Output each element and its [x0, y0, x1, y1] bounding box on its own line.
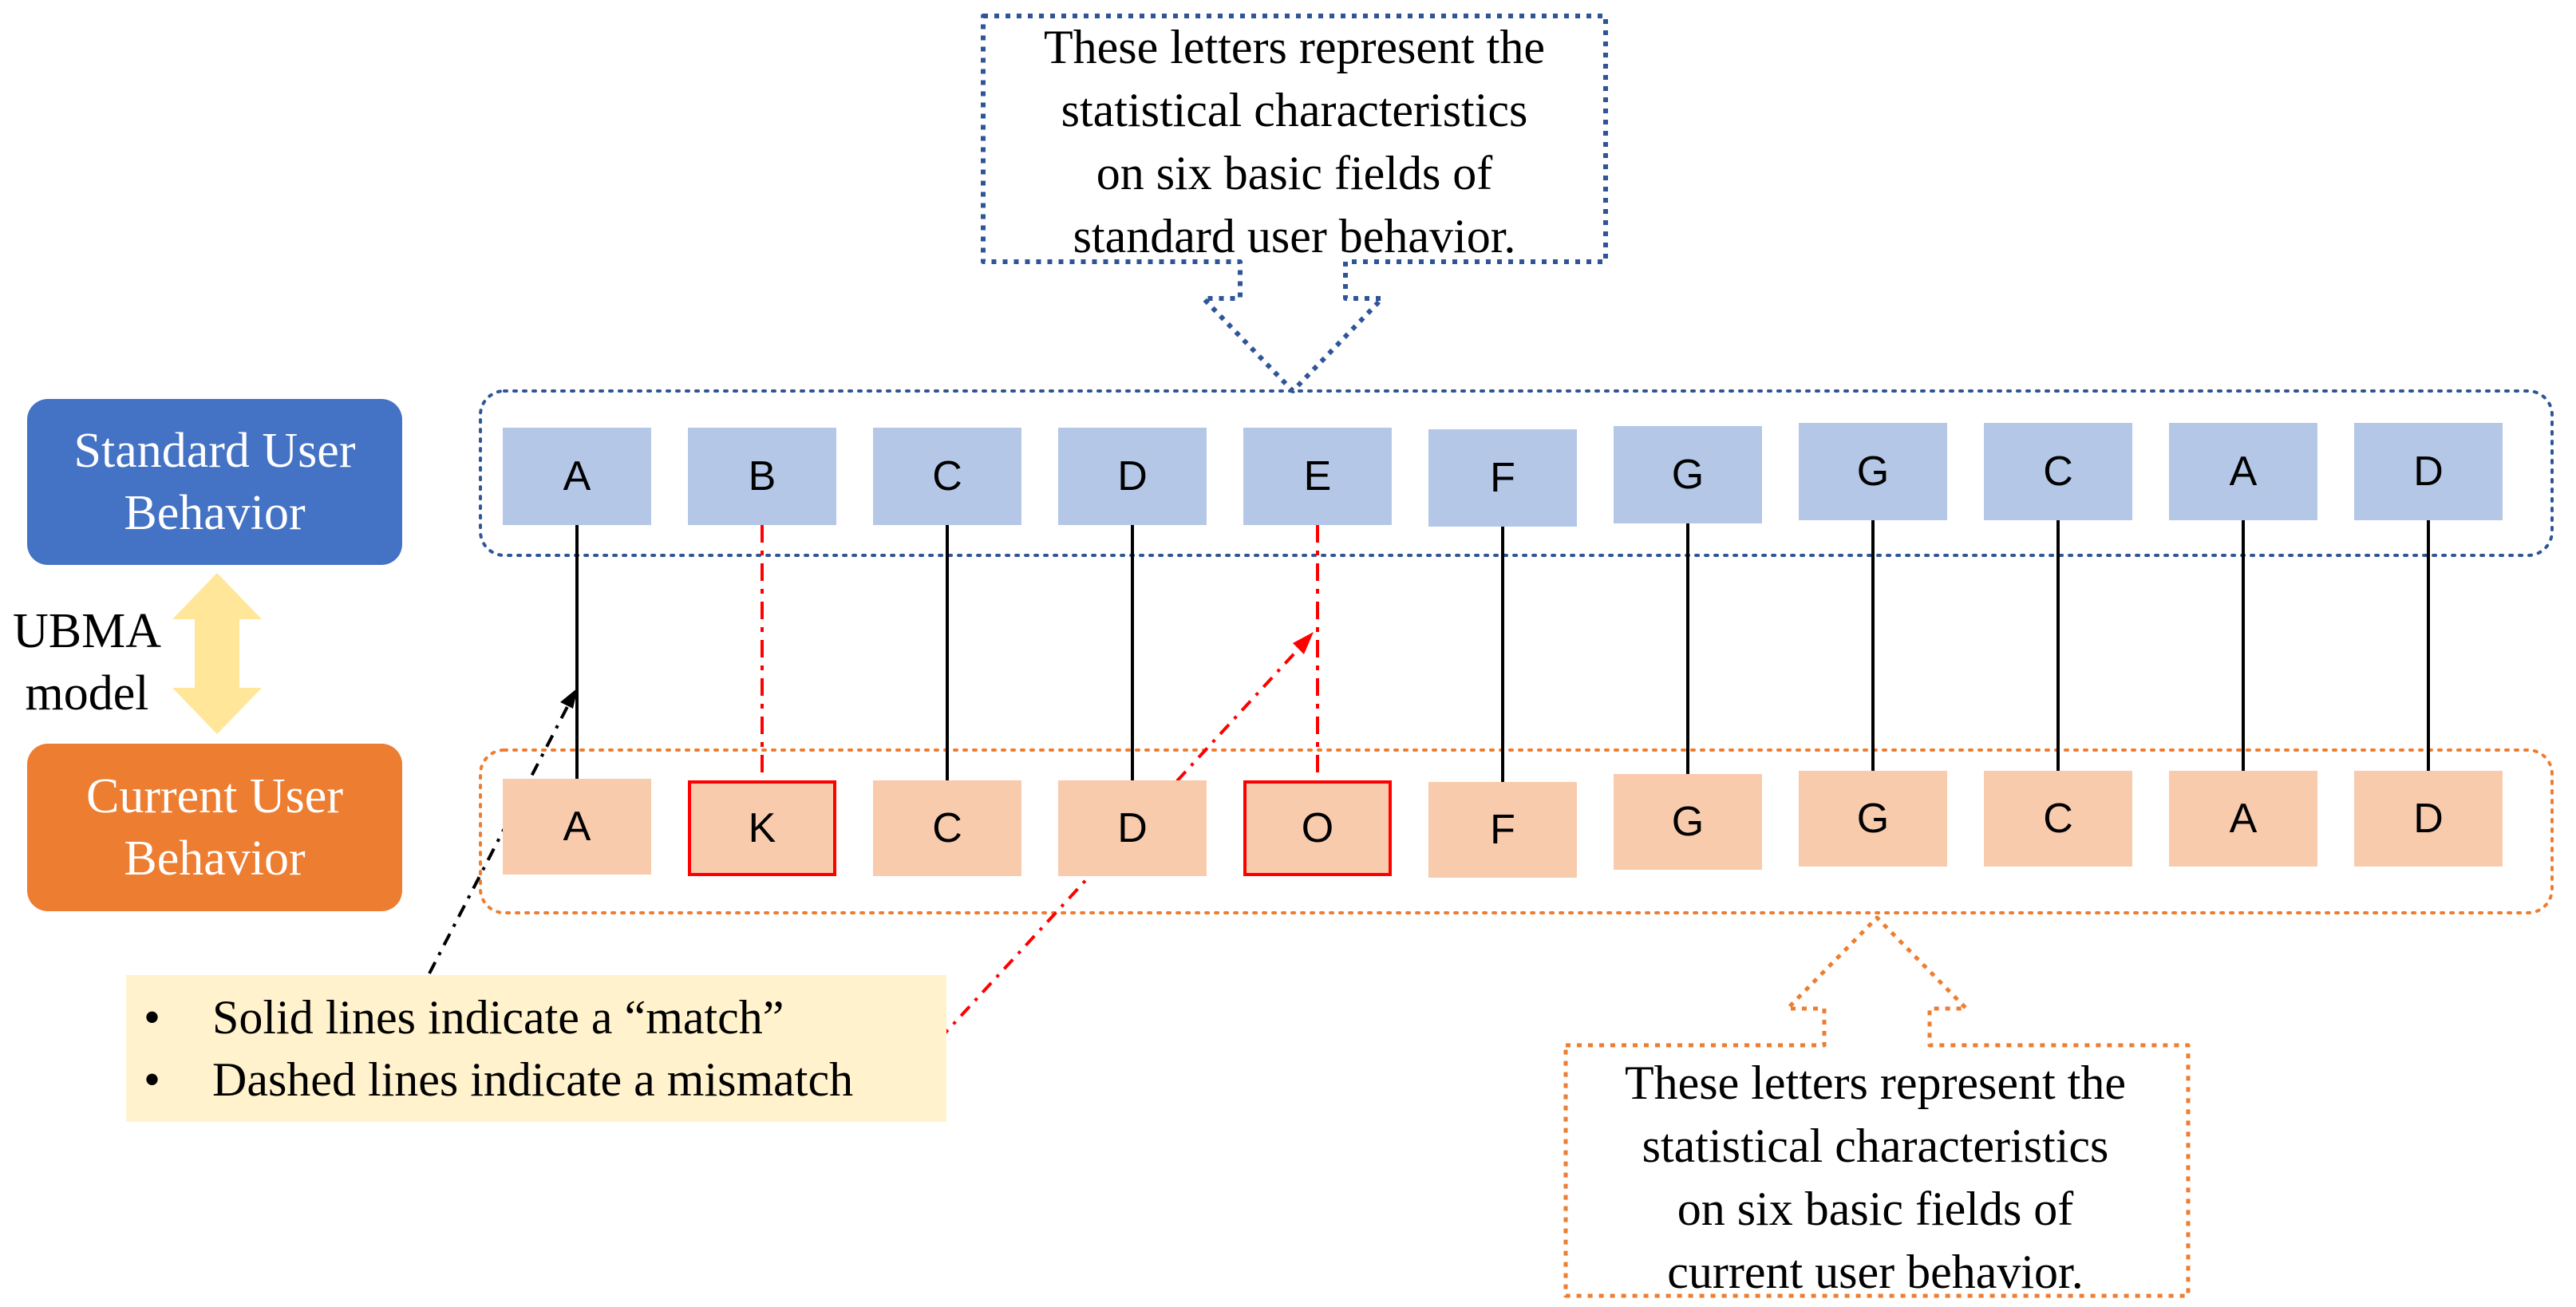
current-note-line-4: current user behavior. [1667, 1246, 2084, 1298]
standard-cell: C [873, 428, 1021, 525]
standard-cell: G [1614, 426, 1762, 523]
ubma-model-label: UBMA model [3, 600, 171, 725]
current-label-line-2: Behavior [124, 831, 306, 886]
standard-cell: A [503, 428, 651, 525]
current-note-line-3: on six basic fields of [1677, 1183, 2074, 1235]
legend-box: • Solid lines indicate a “match” • Dashe… [126, 975, 946, 1122]
dashed-pointer-arrowhead [1293, 632, 1314, 654]
current-user-behavior-box: Current User Behavior [27, 744, 402, 911]
standard-cell: D [1058, 428, 1207, 525]
top-callout-outline [981, 14, 1608, 393]
current-cell: G [1614, 774, 1762, 870]
solid-pointer-arrowhead [560, 688, 578, 709]
current-note-line-2: statistical characteristics [1642, 1119, 2109, 1172]
current-cell: F [1428, 782, 1577, 878]
bullet-icon: • [144, 991, 161, 1044]
current-row-container [479, 748, 2554, 914]
standard-note-line-4: standard user behavior. [1073, 210, 1516, 263]
bullet-icon: • [144, 1053, 161, 1106]
legend-match-text: Solid lines indicate a “match” [212, 991, 784, 1044]
current-cell: C [873, 780, 1021, 876]
legend-item-mismatch: • Dashed lines indicate a mismatch [144, 1048, 946, 1111]
standard-label-line-2: Behavior [124, 486, 306, 540]
standard-cell: G [1799, 423, 1947, 520]
standard-cell: D [2354, 423, 2503, 520]
current-cell: A [2169, 771, 2317, 867]
legend-item-match: • Solid lines indicate a “match” [144, 986, 946, 1048]
current-cell: A [503, 779, 651, 875]
standard-note-line-2: statistical characteristics [1061, 84, 1528, 136]
standard-label-line-1: Standard User [73, 424, 356, 478]
standard-user-behavior-box: Standard User Behavior [27, 399, 402, 565]
current-cell-mismatch: K [688, 780, 836, 876]
standard-note: These letters represent the statistical … [983, 16, 1606, 268]
current-cell: C [1984, 771, 2132, 867]
current-note: These letters represent the statistical … [1564, 1052, 2187, 1304]
current-note-line-1: These letters represent the [1624, 1056, 2127, 1109]
standard-cell: C [1984, 423, 2132, 520]
standard-cell: B [688, 428, 836, 525]
standard-note-line-3: on six basic fields of [1096, 147, 1493, 199]
legend-mismatch-text: Dashed lines indicate a mismatch [212, 1053, 854, 1106]
standard-row-container [479, 389, 2554, 557]
double-arrow-icon [172, 573, 262, 734]
solid-pointer-line [428, 698, 573, 974]
current-cell: D [2354, 771, 2503, 867]
current-label-line-1: Current User [86, 769, 343, 823]
standard-cell: A [2169, 423, 2317, 520]
standard-cell: E [1243, 428, 1392, 525]
current-cell-mismatch: O [1243, 780, 1392, 876]
ubma-line-1: UBMA [12, 604, 162, 658]
bottom-callout-outline [1563, 915, 2191, 1298]
current-cell: G [1799, 771, 1947, 867]
standard-cell: F [1428, 429, 1577, 527]
standard-note-line-1: These letters represent the [1043, 21, 1546, 73]
ubma-line-2: model [25, 666, 149, 721]
connector-lines [575, 520, 2430, 782]
current-cell: D [1058, 780, 1207, 876]
